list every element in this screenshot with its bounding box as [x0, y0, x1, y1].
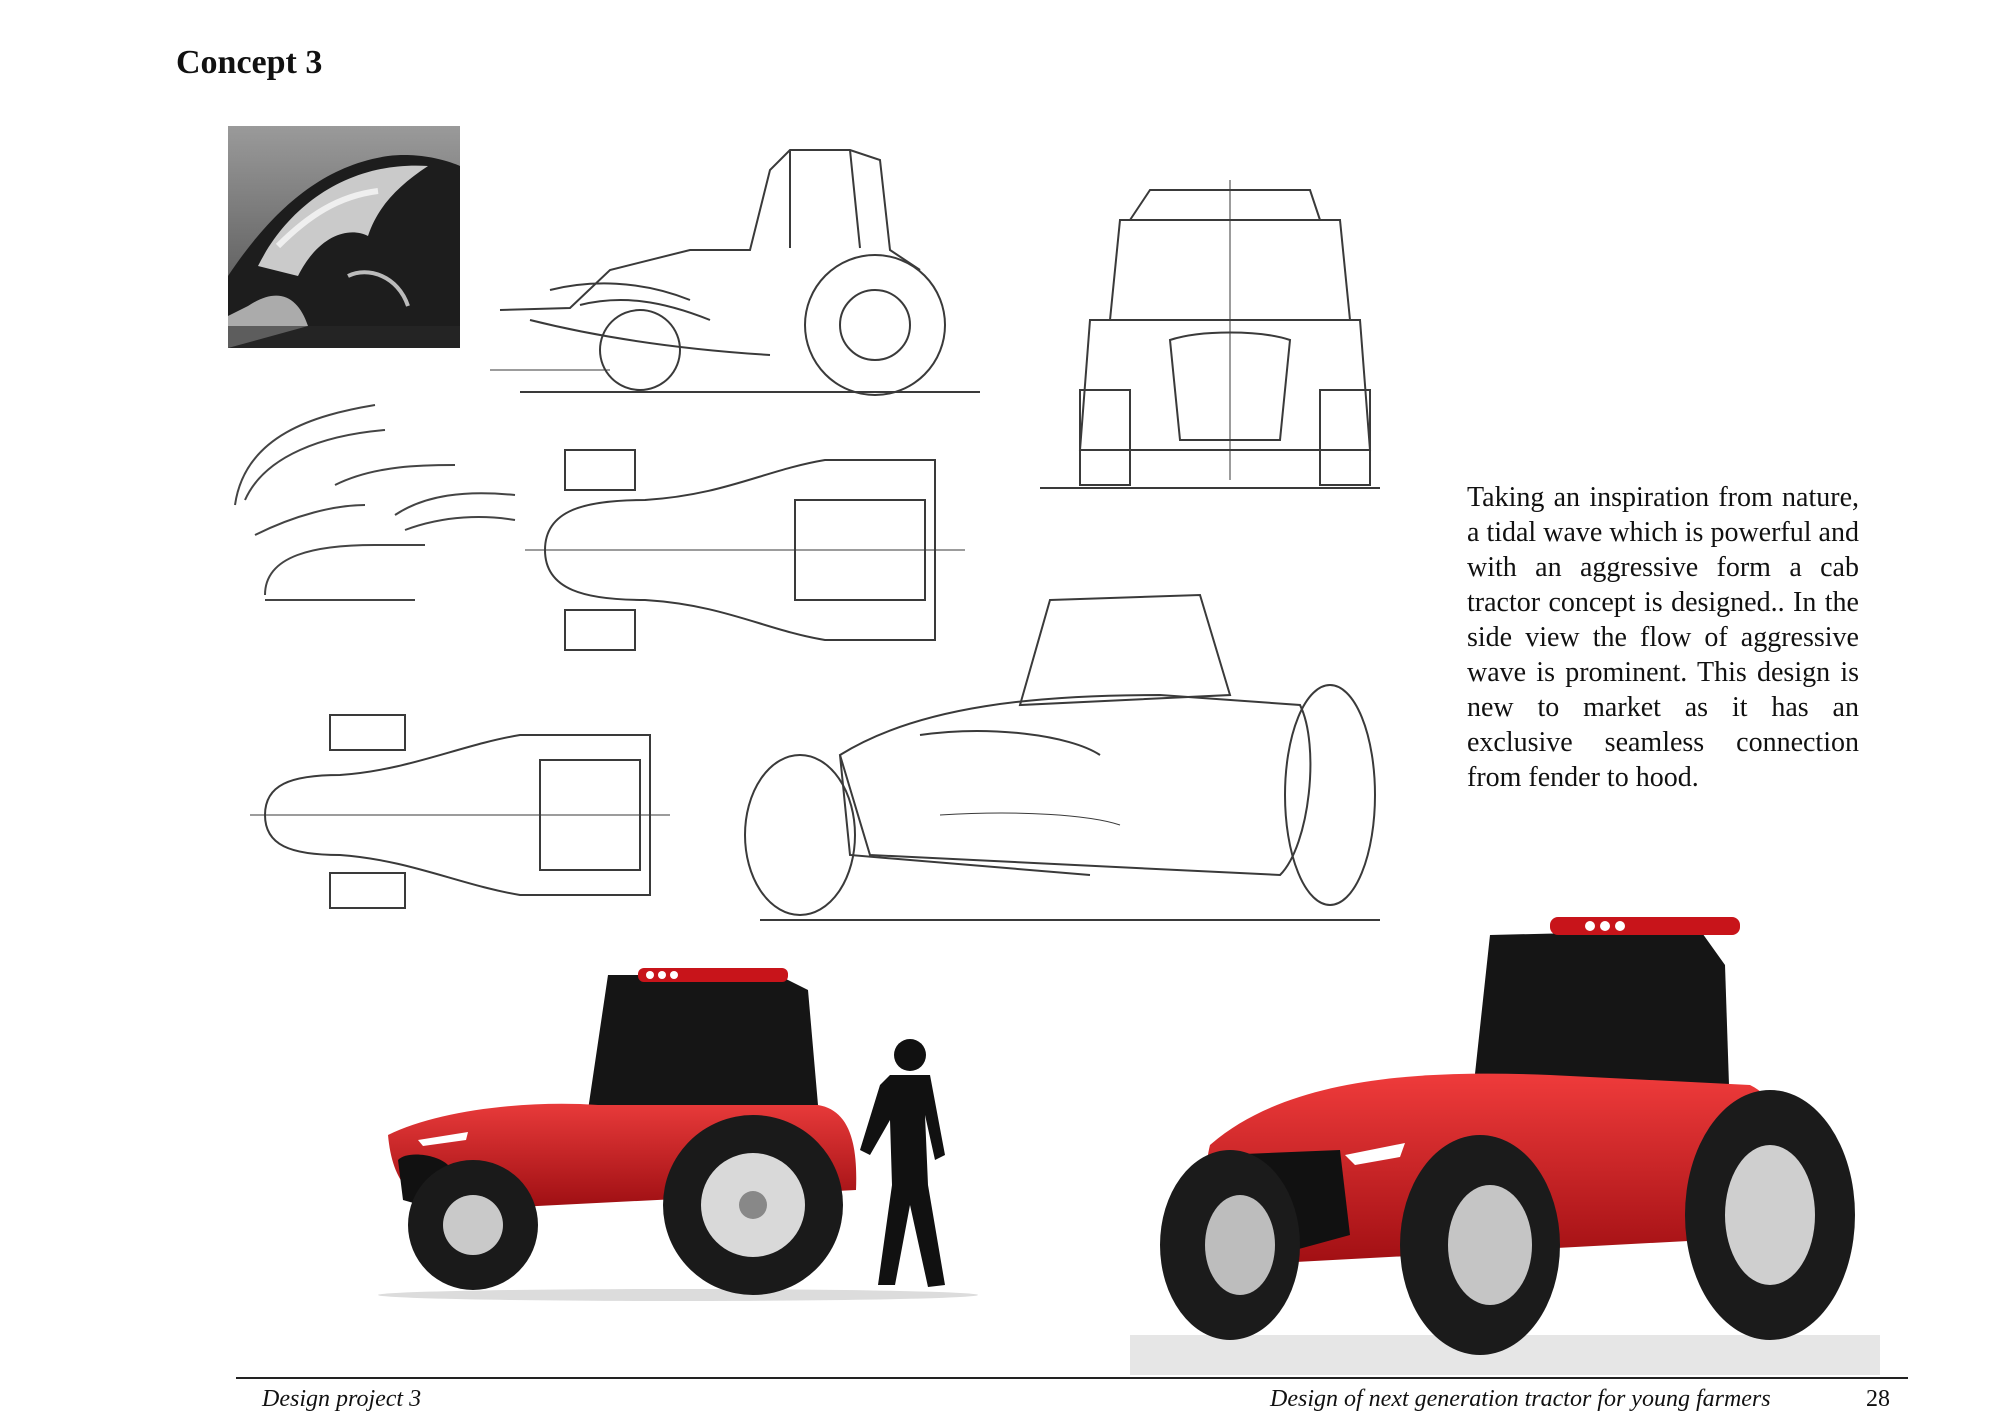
- concept-description: Taking an inspiration from nature, a tid…: [1467, 482, 1859, 793]
- side-view-sketch: [490, 130, 990, 410]
- perspective-sketch: [740, 585, 1390, 935]
- top-view-sketch-lower: [250, 705, 670, 925]
- side-view-render: [378, 960, 978, 1305]
- page-title: Concept 3: [176, 44, 323, 81]
- footer-project-name: Design project 3: [262, 1386, 422, 1412]
- page-number: 28: [1866, 1386, 1890, 1412]
- wave-form-strokes-sketch: [225, 375, 525, 635]
- footer-document-title: Design of next generation tractor for yo…: [1270, 1386, 1771, 1412]
- human-silhouette: [850, 1035, 970, 1295]
- tidal-wave-photo: [228, 126, 460, 348]
- top-view-sketch-upper: [525, 440, 965, 660]
- perspective-render: [1130, 905, 1880, 1375]
- footer-rule: [236, 1377, 1908, 1379]
- front-view-sketch: [1020, 170, 1390, 500]
